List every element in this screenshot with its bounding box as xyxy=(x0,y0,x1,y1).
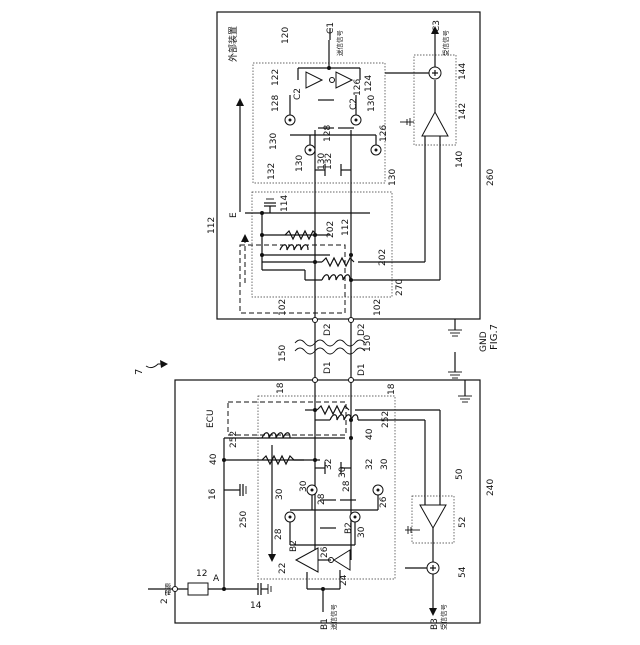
label-28a: 28 xyxy=(317,493,327,505)
label-102a: 102 xyxy=(278,299,288,316)
power-node-label: 2 xyxy=(160,598,170,604)
label-112a: 112 xyxy=(207,217,217,234)
driver-124 xyxy=(336,72,352,88)
label-202b: 202 xyxy=(378,249,388,266)
label-270: 270 xyxy=(395,279,405,296)
label-130d: 130 xyxy=(388,169,398,186)
ecu-rx-label: B3 xyxy=(430,618,440,630)
cable-150 xyxy=(295,318,462,383)
label-140: 140 xyxy=(455,151,465,168)
label-250: 250 xyxy=(239,511,249,528)
label-b2a: B2 xyxy=(289,540,299,552)
label-150a: 150 xyxy=(278,345,288,362)
label-240: 240 xyxy=(486,479,496,496)
label-30d: 30 xyxy=(357,526,367,538)
driver-122 xyxy=(306,72,322,88)
label-252a: 252 xyxy=(229,431,239,448)
power-text: 電源 xyxy=(163,583,172,597)
label-30b: 30 xyxy=(380,458,390,470)
label-16: 16 xyxy=(208,488,218,500)
label-122: 122 xyxy=(271,69,281,86)
label-c2a: C2 xyxy=(293,88,303,100)
label-30a: 30 xyxy=(338,466,348,478)
power-terminal xyxy=(173,587,178,592)
label-e: E xyxy=(229,212,239,218)
label-126b: 126 xyxy=(379,125,389,142)
label-22: 22 xyxy=(278,563,288,574)
label-d2b: D2 xyxy=(357,323,367,336)
label-128a: 128 xyxy=(271,95,281,112)
label-d1b: D1 xyxy=(357,363,367,376)
ext-tx-text: 送信信号 xyxy=(335,30,344,57)
ecu-block xyxy=(148,380,480,623)
ecu-title: ECU xyxy=(206,409,216,428)
label-18b: 18 xyxy=(387,383,397,395)
label-132a: 132 xyxy=(267,163,277,180)
label-40b: 40 xyxy=(365,428,375,440)
resistor-12 xyxy=(188,583,208,595)
label-32b: 32 xyxy=(365,459,375,470)
label-54: 54 xyxy=(458,566,468,578)
driver-24 xyxy=(334,550,350,570)
ecu-box xyxy=(175,380,480,623)
ext-rx-text: 受信信号 xyxy=(441,30,450,57)
label-12: 12 xyxy=(196,569,207,579)
ecu-tx-label: B1 xyxy=(320,618,330,630)
label-130a: 130 xyxy=(269,133,279,150)
label-26b: 26 xyxy=(320,546,330,558)
label-124: 124 xyxy=(364,75,374,92)
external-title: 外部装置 xyxy=(227,26,239,62)
label-102b: 102 xyxy=(373,299,383,316)
label-130c: 130 xyxy=(295,155,305,172)
label-52: 52 xyxy=(458,517,468,528)
ecu-rx-text: 受信信号 xyxy=(439,604,448,631)
label-d2a: D2 xyxy=(323,323,333,336)
label-40a: 40 xyxy=(209,453,219,465)
system-number: 7 xyxy=(134,369,145,375)
label-gnd: GND xyxy=(479,331,489,352)
label-28b: 28 xyxy=(342,480,352,492)
amp-52 xyxy=(420,505,446,528)
label-c2b: C2 xyxy=(349,98,359,110)
label-30c: 30 xyxy=(275,488,285,500)
label-50: 50 xyxy=(455,468,465,480)
label-a: A xyxy=(213,574,220,584)
label-14: 14 xyxy=(250,601,262,611)
label-150b: 150 xyxy=(363,335,373,352)
figure-caption: FIG.7 xyxy=(489,324,500,350)
label-32a: 32 xyxy=(324,459,334,470)
label-202a: 202 xyxy=(326,221,336,238)
label-132b: 132 xyxy=(324,153,334,170)
ext-tx-label: C1 xyxy=(326,22,336,34)
label-18a: 18 xyxy=(276,382,286,394)
label-26a: 26 xyxy=(379,496,389,508)
external-block xyxy=(217,12,480,336)
label-24: 24 xyxy=(339,574,349,586)
amp-142 xyxy=(422,112,448,136)
label-260: 260 xyxy=(486,169,496,186)
label-114: 114 xyxy=(280,195,290,212)
label-b2b: B2 xyxy=(344,522,354,534)
label-128b: 128 xyxy=(323,125,333,142)
label-30e: 30 xyxy=(299,480,309,492)
label-252b: 252 xyxy=(381,411,391,428)
ecu-tx-text: 送信信号 xyxy=(329,604,338,631)
label-126a: 126 xyxy=(353,79,363,96)
ext-rx-label: C3 xyxy=(432,20,442,32)
label-144: 144 xyxy=(458,63,468,80)
label-d1a: D1 xyxy=(323,361,333,374)
label-112b: 112 xyxy=(341,219,351,236)
label-142: 142 xyxy=(458,103,468,120)
driver-22 xyxy=(296,548,318,572)
label-28c: 28 xyxy=(274,528,284,540)
label-120: 120 xyxy=(281,27,291,44)
label-130b: 130 xyxy=(367,95,377,112)
